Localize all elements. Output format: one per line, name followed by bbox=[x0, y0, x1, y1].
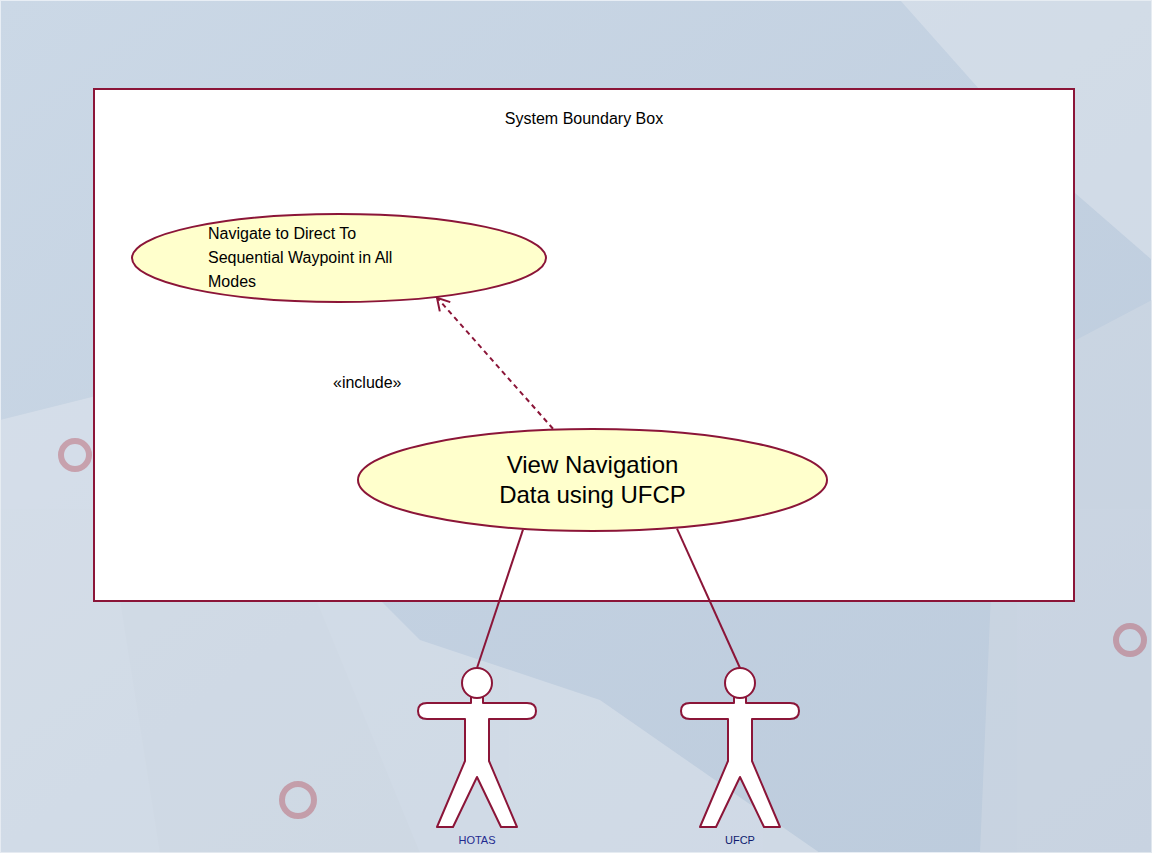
use-case-name: View Navigation Data using UFCP bbox=[483, 450, 703, 510]
include-arrow bbox=[437, 298, 553, 429]
stick-figure bbox=[415, 665, 539, 831]
boundary-fill bbox=[93, 88, 1075, 602]
system-boundary: System Boundary BoxNavigate to Direct To… bbox=[93, 88, 1075, 602]
boundary-title: System Boundary Box bbox=[95, 109, 1073, 129]
use-case-ellipse: View Navigation Data using UFCP bbox=[357, 428, 828, 532]
use-case-name: Navigate to Direct To Sequential Waypoin… bbox=[208, 222, 418, 294]
association-line bbox=[477, 530, 523, 668]
ellipse-outline bbox=[357, 428, 828, 532]
association-line bbox=[677, 529, 740, 668]
actor-name: HOTAS bbox=[415, 834, 539, 847]
stereotype-label: «include» bbox=[331, 374, 404, 392]
actor-name: UFCP bbox=[678, 834, 802, 847]
use-case-ellipse: Navigate to Direct To Sequential Waypoin… bbox=[131, 213, 547, 303]
stick-figure bbox=[678, 665, 802, 831]
actor-figure: HOTAS bbox=[415, 665, 539, 850]
actor-figure: UFCP bbox=[678, 665, 802, 850]
